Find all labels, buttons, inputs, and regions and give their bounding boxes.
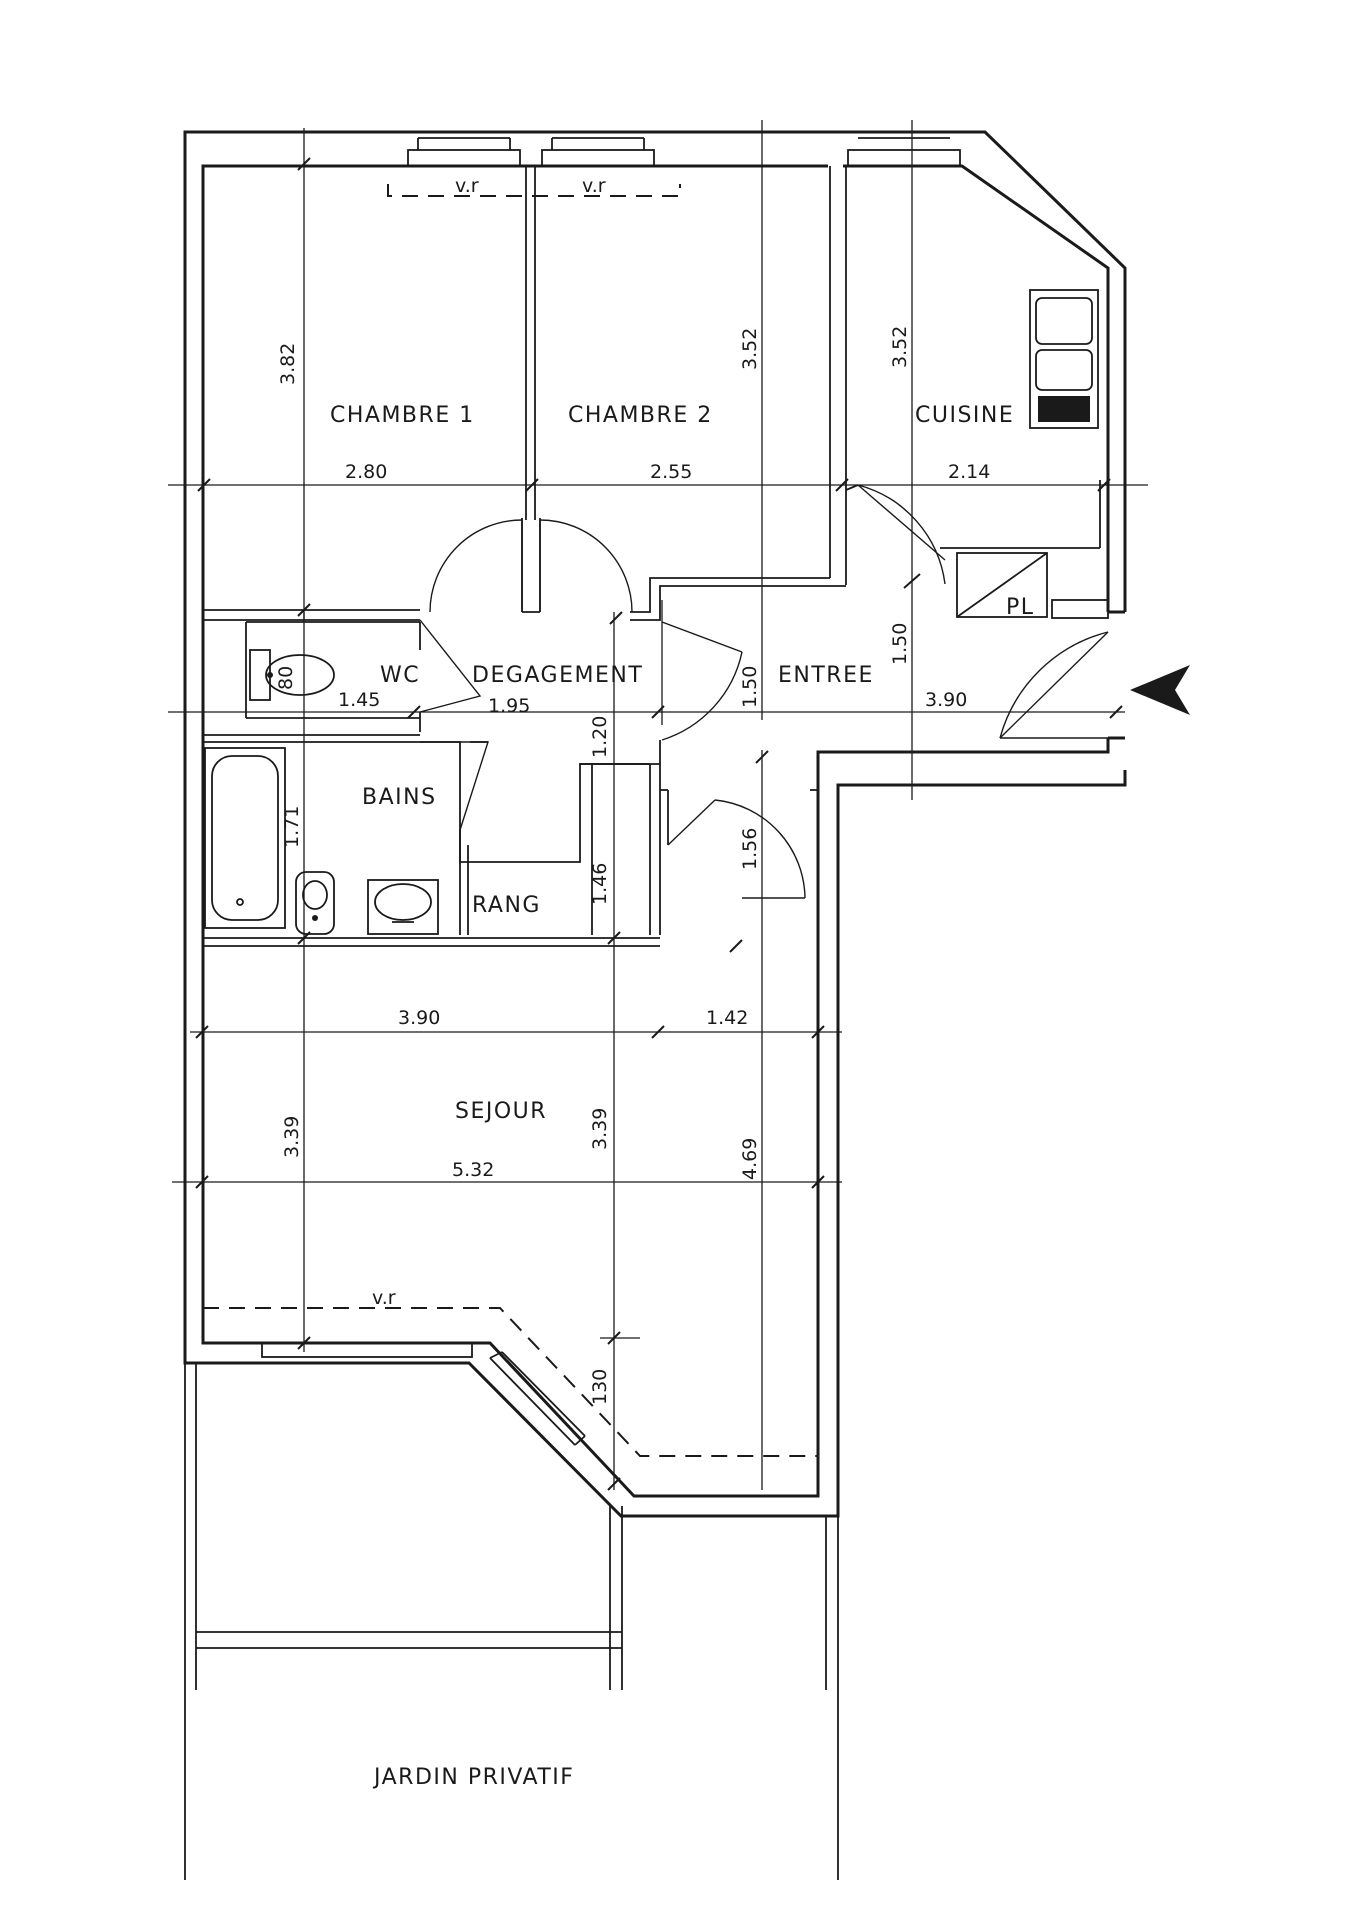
dim-degagement-width: 1.95 — [488, 695, 530, 717]
dim-sejour-width-right: 1.42 — [706, 1007, 748, 1029]
room-label-rang: RANG — [472, 893, 541, 918]
dim-wc-width: 1.45 — [338, 689, 380, 711]
dim-bains-height: 1.71 — [281, 806, 303, 848]
dim-door-height: 1.20 — [589, 716, 611, 758]
window-shutter-label: v.r — [582, 175, 606, 197]
window-shutter-label: v.r — [455, 175, 479, 197]
dim-entree-vertical: 1.50 — [889, 623, 911, 665]
dim-chambre1-width: 2.80 — [345, 461, 387, 483]
garden-structure — [184, 1363, 839, 1880]
dim-cuisine-height: 3.52 — [889, 326, 911, 368]
bathtub-icon — [204, 747, 286, 929]
kitchen-sink-icon — [1029, 289, 1099, 429]
dim-entree-width: 3.90 — [925, 689, 967, 711]
room-label-pl: PL — [1006, 595, 1035, 620]
room-label-chambre1: CHAMBRE 1 — [330, 403, 475, 428]
room-label-wc: WC — [380, 663, 420, 688]
room-label-chambre2: CHAMBRE 2 — [568, 403, 713, 428]
dim-rang-height: 1.46 — [589, 863, 611, 905]
dim-sejour-height-mid: 3.39 — [589, 1108, 611, 1150]
dim-bay-depth: 130 — [589, 1369, 611, 1405]
room-label-degagement: DEGAGEMENT — [472, 663, 643, 688]
window-shutter-label: v.r — [372, 1287, 396, 1309]
dim-sejour-height-left: 3.39 — [281, 1116, 303, 1158]
dim-cuisine-width: 2.14 — [948, 461, 990, 483]
room-label-sejour: SEJOUR — [455, 1099, 547, 1124]
toilet-icon — [249, 649, 335, 701]
entrance-arrow-icon — [1130, 665, 1190, 715]
dim-degagement-vertical: 1.50 — [739, 666, 761, 708]
room-label-entree: ENTREE — [778, 663, 874, 688]
dimension-ticks — [195, 157, 1123, 1491]
room-label-cuisine: CUISINE — [915, 403, 1014, 428]
dim-chambre2-width: 2.55 — [650, 461, 692, 483]
room-label-bains: BAINS — [362, 785, 437, 810]
dim-chambre2-height: 3.52 — [739, 328, 761, 370]
outer-walls — [183, 130, 1127, 1518]
washbasin-icon — [367, 879, 439, 935]
dimension-lines — [168, 120, 1148, 1490]
dim-entree-lower-height: 1.56 — [739, 828, 761, 870]
windows — [203, 137, 961, 1457]
room-label-jardin: JARDIN PRIVATIF — [372, 1765, 574, 1790]
dim-sejour-height-right: 4.69 — [739, 1138, 761, 1180]
interior-walls — [203, 166, 1109, 947]
dim-sejour-width-left: 3.90 — [398, 1007, 440, 1029]
dim-sejour-total-width: 5.32 — [452, 1159, 494, 1181]
bidet-icon — [295, 871, 335, 935]
doors — [419, 484, 1109, 899]
dim-chambre1-height: 3.82 — [277, 343, 299, 385]
dim-wc-vertical: 80 — [275, 666, 297, 690]
